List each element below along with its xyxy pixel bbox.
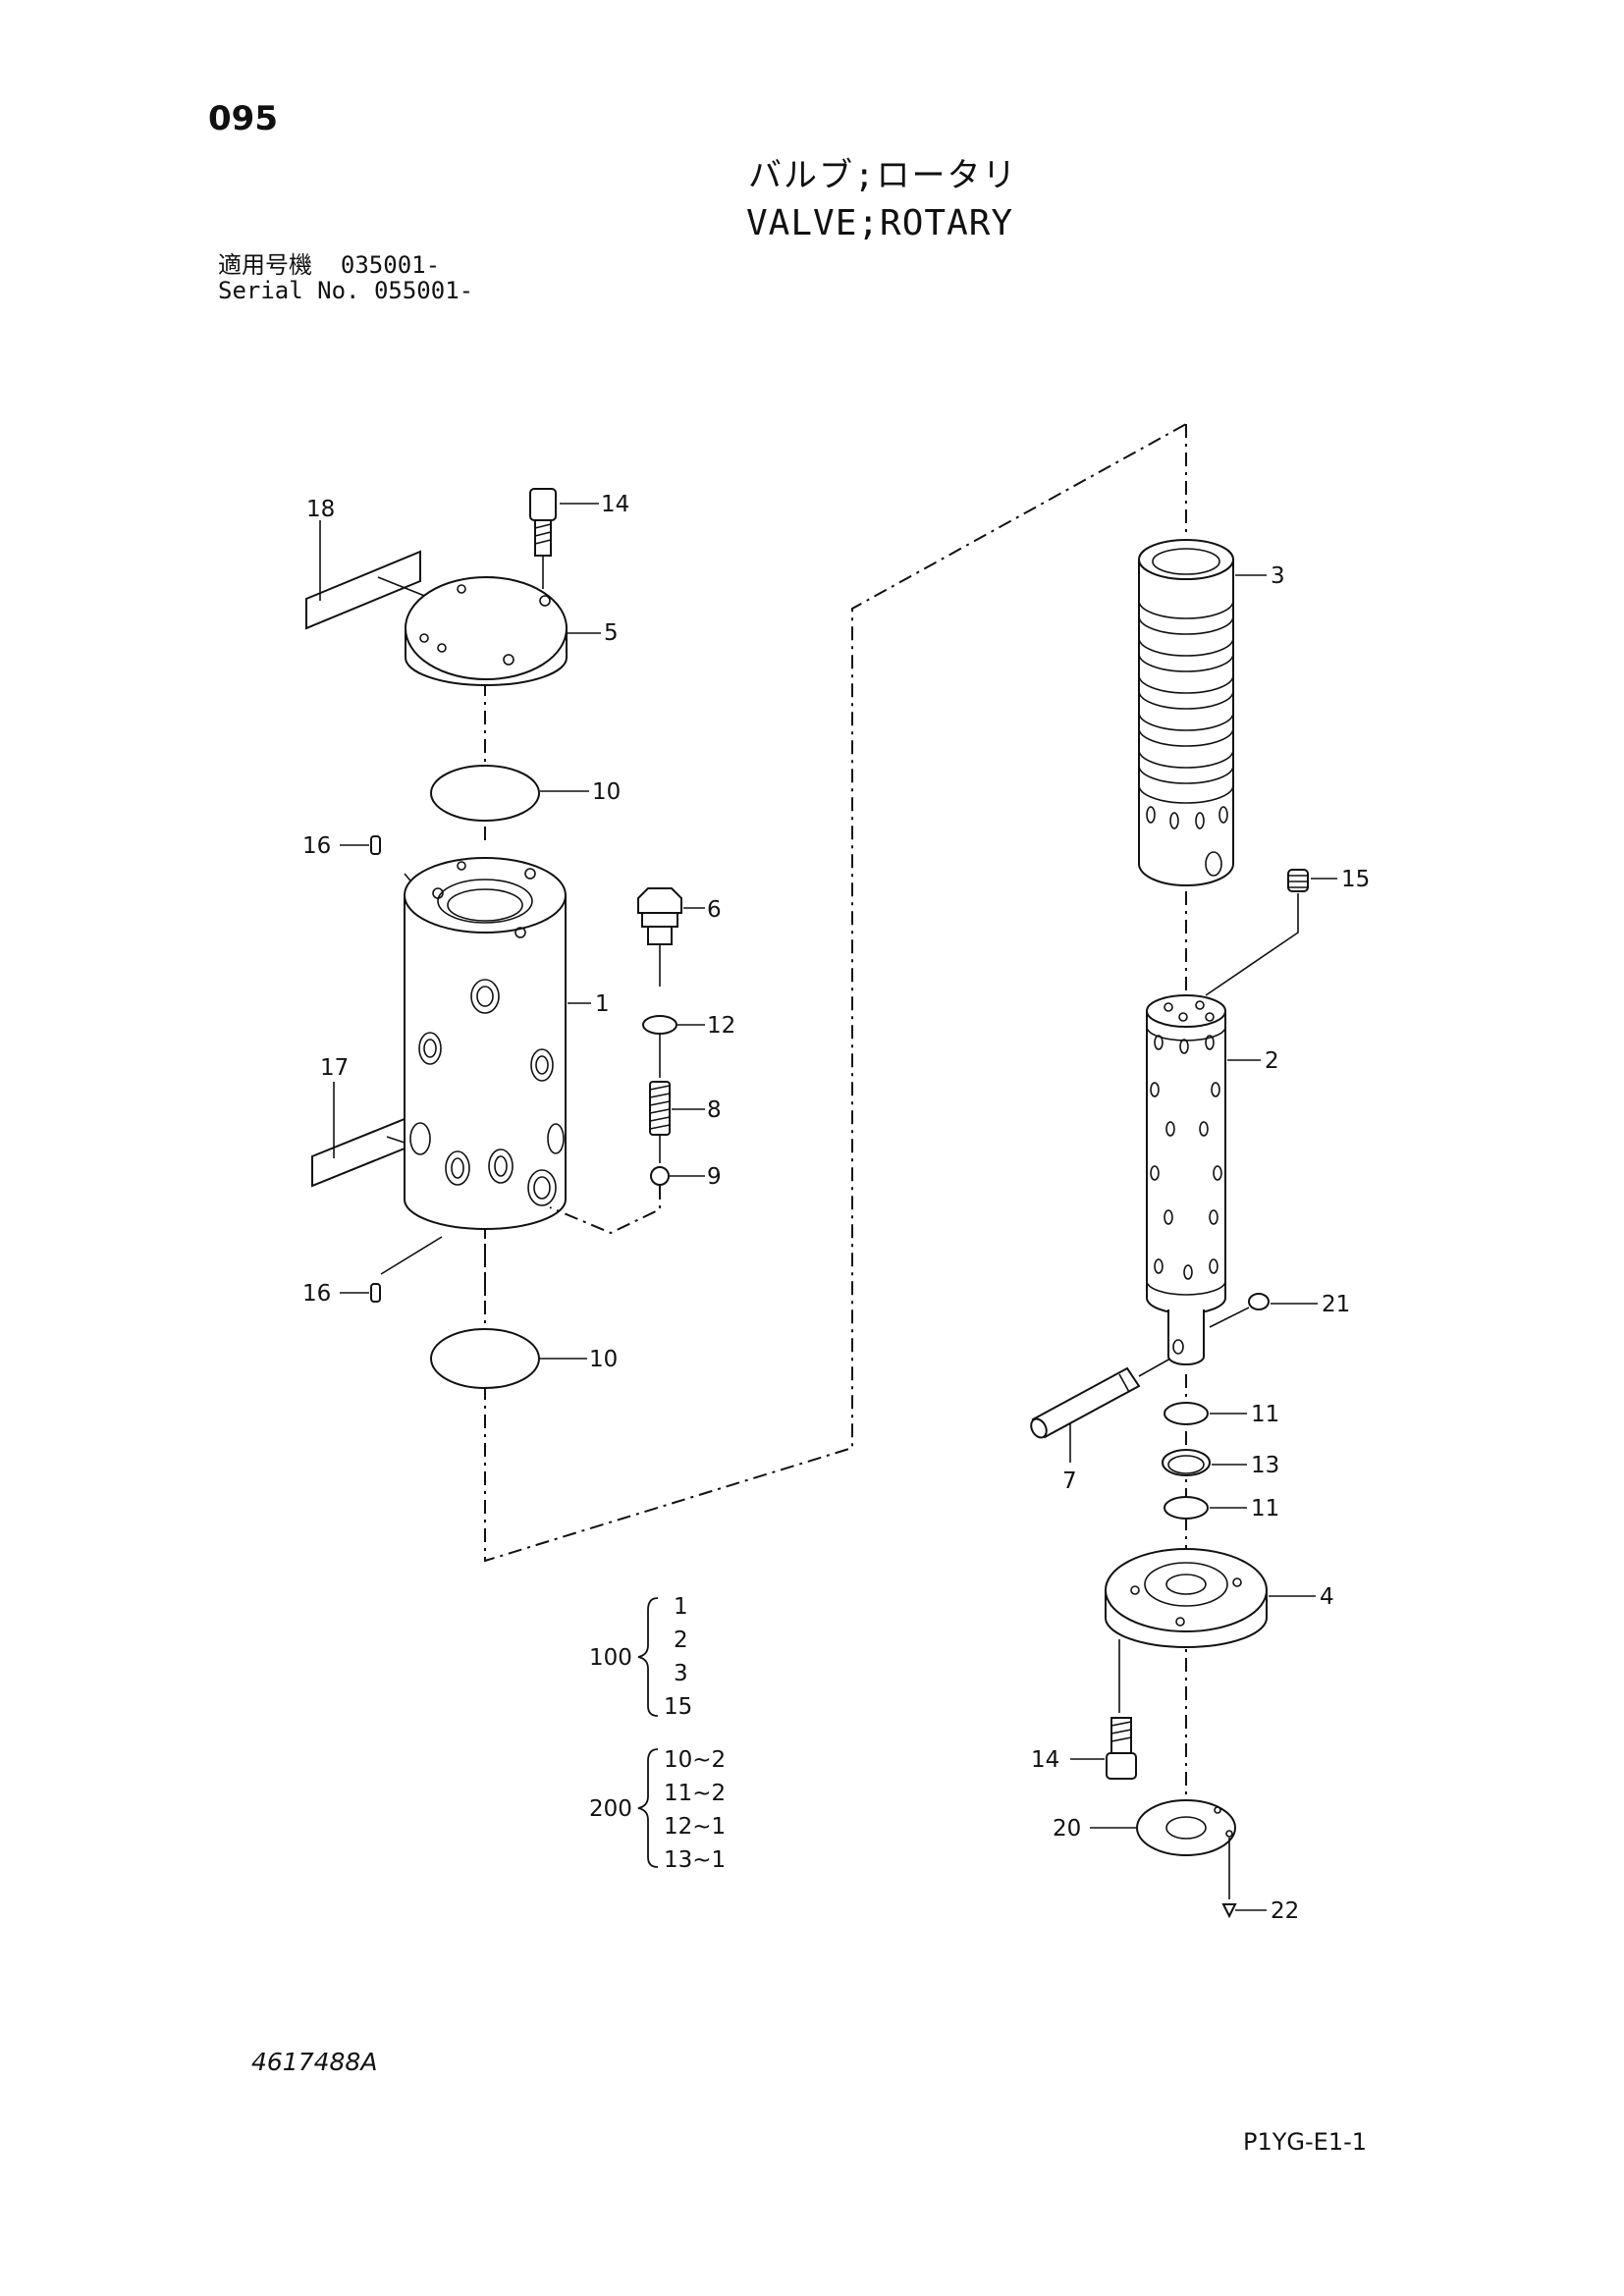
assembly-200-item: 13~1	[664, 1847, 726, 1873]
callout-18: 18	[306, 497, 335, 522]
callout-3: 3	[1271, 563, 1285, 589]
callout-2: 2	[1265, 1048, 1279, 1074]
callout-14-upper: 14	[601, 492, 629, 517]
part-17-plate	[311, 1082, 406, 1188]
part-21-clip	[1209, 1293, 1318, 1328]
part-6-plug	[637, 887, 705, 987]
part-3-sleeve	[1138, 539, 1267, 886]
callout-10-lower: 10	[589, 1347, 618, 1372]
sheet-code: P1YG-E1-1	[1243, 2128, 1368, 2156]
part-11-oring-lower	[1164, 1496, 1247, 1520]
assembly-100-item: 15	[664, 1694, 692, 1720]
part-8-spring	[649, 1081, 705, 1163]
serial-label-english: Serial No.	[218, 277, 360, 304]
document-code: 4617488A	[251, 2048, 378, 2076]
part-2-spool	[1146, 994, 1261, 1365]
callout-20: 20	[1053, 1816, 1081, 1842]
callout-8: 8	[707, 1097, 722, 1123]
part-14-screw-lower	[1070, 1717, 1137, 1780]
part-15-plug-small	[1205, 869, 1337, 996]
part-22-small-screw	[1221, 1903, 1267, 1919]
part-10-oring-upper	[430, 765, 589, 822]
callout-22: 22	[1271, 1898, 1299, 1924]
assembly-200-item: 10~2	[664, 1747, 726, 1773]
part-1-valve-body	[404, 857, 591, 1230]
callout-16-upper: 16	[302, 833, 331, 859]
callout-4: 4	[1320, 1584, 1334, 1610]
callout-21: 21	[1322, 1292, 1350, 1317]
assembly-100-item: 2	[674, 1628, 688, 1653]
assembly-200-id: 200	[589, 1796, 632, 1822]
serial-row-japanese: 適用号機 035001-	[218, 253, 440, 277]
part-4-flange-cover	[1105, 1548, 1316, 1713]
callout-15: 15	[1341, 867, 1370, 892]
part-9-ball	[549, 1166, 705, 1235]
callout-1: 1	[595, 991, 610, 1017]
serial-label-japanese: 適用号機	[218, 251, 312, 279]
callout-17: 17	[320, 1055, 349, 1081]
callout-16-lower: 16	[302, 1281, 331, 1307]
callout-11-upper: 11	[1251, 1402, 1279, 1427]
part-13-backup-ring	[1162, 1449, 1247, 1476]
assembly-centerline	[484, 423, 1187, 1563]
callout-10-upper: 10	[592, 779, 621, 805]
callout-7: 7	[1062, 1468, 1077, 1494]
part-16-pin-lower	[340, 1236, 443, 1303]
serial-row-english: Serial No. 055001-	[218, 279, 473, 302]
callout-9: 9	[707, 1164, 722, 1190]
serial-value-japanese: 035001-	[340, 251, 441, 279]
assembly-200-item: 11~2	[664, 1781, 726, 1806]
assembly-100-id: 100	[589, 1645, 632, 1671]
assembly-100-item: 3	[674, 1661, 688, 1686]
serial-value-english: 055001-	[373, 277, 474, 304]
part-12-oring-small	[642, 1015, 705, 1078]
title-japanese: バルブ;ロータリ	[748, 156, 1018, 195]
part-5-top-cover	[405, 576, 601, 686]
assembly-200: 200 10~2 11~2 12~1 13~1	[589, 1747, 726, 1873]
part-11-oring-upper	[1164, 1402, 1247, 1425]
part-10-oring-lower	[430, 1328, 587, 1389]
part-7-pin	[1030, 1358, 1171, 1463]
callout-13: 13	[1251, 1453, 1279, 1478]
callout-14-lower: 14	[1031, 1747, 1059, 1773]
callout-12: 12	[707, 1013, 735, 1039]
part-20-washer-plate	[1090, 1799, 1236, 1899]
callout-11-lower: 11	[1251, 1496, 1279, 1522]
assembly-100-item: 1	[674, 1594, 688, 1620]
callout-6: 6	[707, 897, 722, 923]
title-english: VALVE;ROTARY	[746, 203, 1014, 243]
assembly-200-item: 12~1	[664, 1814, 726, 1840]
callout-5: 5	[604, 620, 619, 646]
part-14-screw-upper	[529, 488, 599, 589]
assembly-100: 100 1 2 3 15	[589, 1594, 692, 1720]
page-number: 095	[208, 99, 278, 138]
